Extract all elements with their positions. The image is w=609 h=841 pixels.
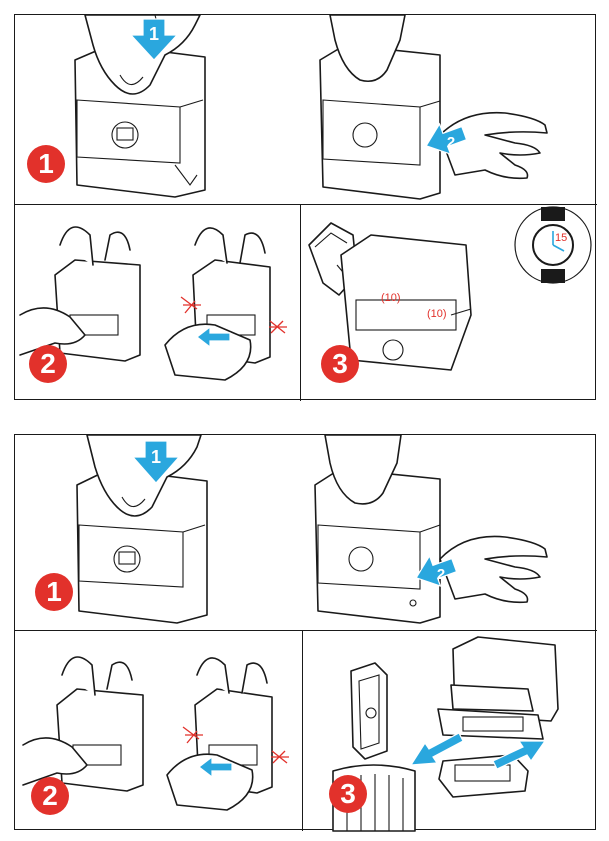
arrow-label: 1 (151, 447, 161, 467)
hand-drawing (329, 14, 548, 180)
arrow-label: 1 (149, 24, 159, 44)
top-instruction-section: 1 2 1 (14, 14, 597, 401)
ink-drop-label-right: (10) (427, 308, 447, 320)
stamp-drawing (22, 656, 144, 792)
side-arrow-2: 2 (415, 554, 458, 588)
red-sparks (180, 296, 287, 334)
stamp-ink-drawing (340, 234, 472, 371)
top-step-1-panel: 1 2 1 (15, 14, 597, 205)
top-step-3-panel: (10) (10) 15 3 (301, 205, 597, 401)
bottom-step-3-illustration (332, 636, 559, 832)
arrow-label: 2 (447, 134, 455, 151)
stamp-drawing (19, 226, 141, 362)
step-badge: 3 (321, 345, 359, 383)
old-pad-drawing (350, 662, 388, 760)
top-step-3-illustration: (10) (10) 15 (308, 206, 592, 371)
clock-time-label: 15 (555, 232, 567, 244)
down-arrow-1: 1 (129, 18, 179, 61)
hand-drawing (324, 434, 548, 604)
bottom-step-2-panel: 2 (15, 631, 303, 831)
arrow-label: 2 (437, 566, 445, 583)
bottom-step-2-illustration (22, 656, 289, 811)
top-step-1-illustration: 1 2 (74, 14, 548, 200)
ink-drop-label-left: (10) (381, 292, 401, 304)
stamp-open-drawing (437, 636, 559, 740)
bottom-step-1-illustration: 1 2 (76, 434, 548, 624)
stamp-cleaning-drawing (166, 657, 273, 811)
top-step-2-illustration (19, 226, 287, 381)
step-badge: 1 (27, 145, 65, 183)
hand-drawing (86, 434, 202, 517)
step-badge: 2 (31, 777, 69, 815)
down-arrow-1: 1 (131, 440, 181, 484)
clock-drawing: 15 (514, 206, 592, 284)
insert-arrow (492, 740, 547, 770)
step-badge: 3 (329, 775, 367, 813)
bottom-instruction-section: 1 2 1 (14, 434, 597, 832)
bottom-step-3-panel: 3 (303, 631, 597, 832)
step-badge: 2 (29, 345, 67, 383)
stamp-cleaning-drawing (164, 227, 271, 381)
side-arrow-2: 2 (425, 122, 468, 156)
remove-arrow (409, 732, 464, 766)
red-sparks (182, 726, 289, 764)
top-step-2-panel: 2 (15, 205, 301, 401)
bottom-step-1-panel: 1 2 1 (15, 434, 597, 631)
step-badge: 1 (35, 573, 73, 611)
